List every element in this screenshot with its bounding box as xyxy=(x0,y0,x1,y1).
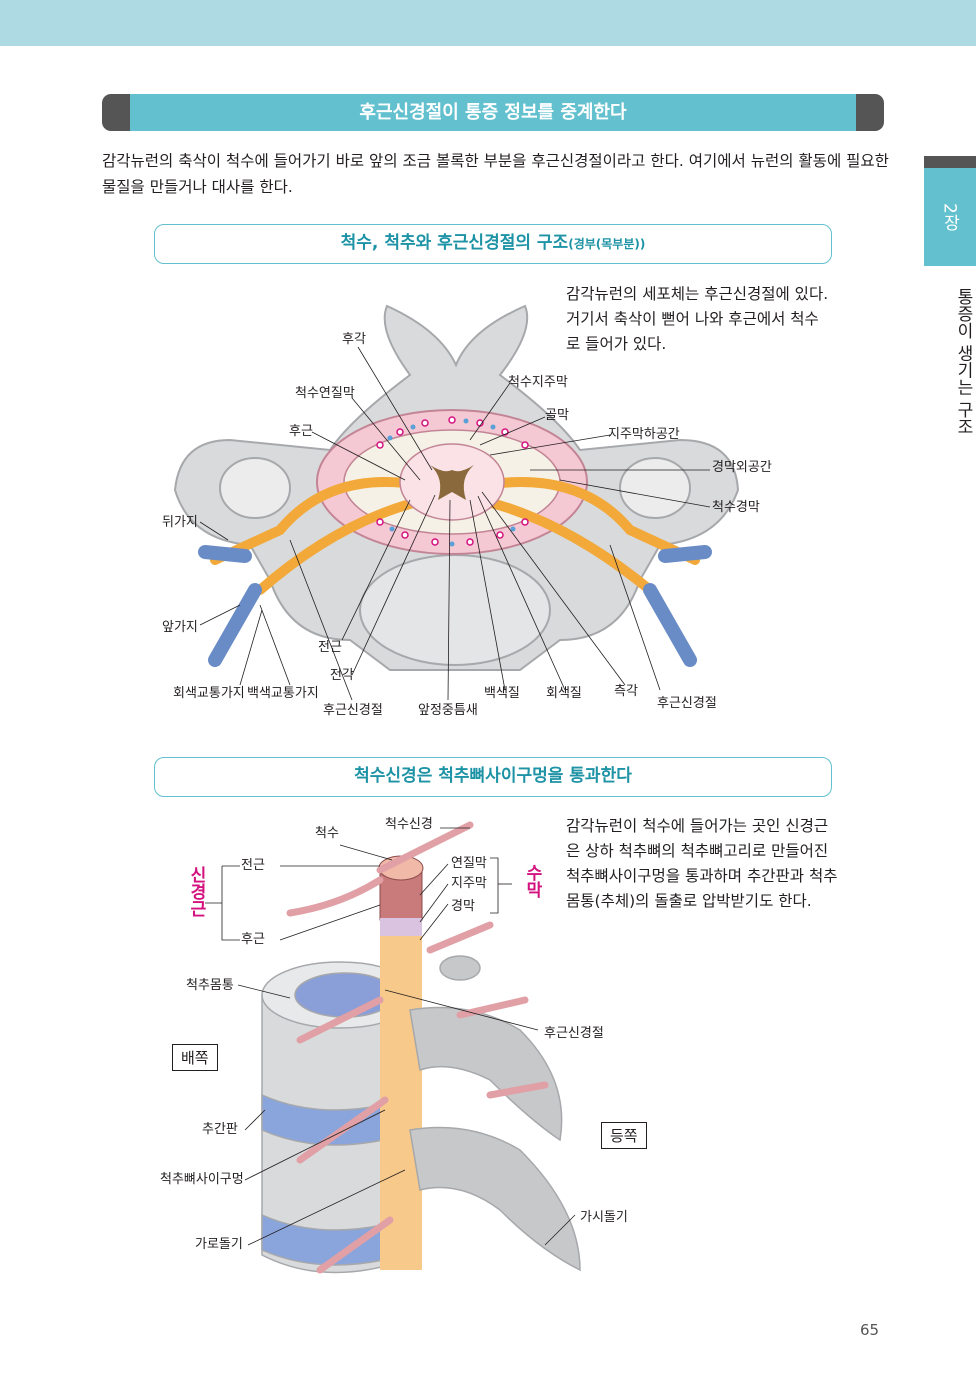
label-cheukgak: 측각 xyxy=(614,684,638,699)
label-jeongak: 전각 xyxy=(330,668,354,683)
figure2-caption: 감각뉴런이 척수에 들어가는 곳인 신경근은 상하 척추뼈의 척추뼈고리로 만들… xyxy=(566,817,838,910)
side-tab-title: 통증이 생기는 구조 xyxy=(953,287,973,435)
label-garodolgi: 가로돌기 xyxy=(195,1237,243,1252)
label-gasidolgi: 가시돌기 xyxy=(580,1210,628,1225)
label-hoesaekjil: 회색질 xyxy=(546,686,582,701)
label-gyeongmak: 경막 xyxy=(451,899,475,914)
label-cheoksu-gyeongmak: 척수경막 xyxy=(712,500,760,515)
label-jeongeun: 전근 xyxy=(241,858,265,873)
top-color-band xyxy=(0,0,976,46)
label-hugeun: 후근 xyxy=(241,932,265,947)
figure1-title: 척수, 척추와 후근신경절의 구조(경부(목부분)) xyxy=(154,224,832,264)
label-cheokchu-momtong: 척추몸통 xyxy=(186,978,234,993)
label-baejjok: 배쪽 xyxy=(172,1044,218,1071)
label-gyeongmak-oegonggan: 경막외공간 xyxy=(712,460,772,475)
label-sumak: 수막 xyxy=(522,864,542,898)
label-deungjjok: 등쪽 xyxy=(601,1122,647,1149)
label-jijumak: 지주막 xyxy=(451,876,487,891)
section-title-bar: 후근신경절이 통증 정보를 중계한다 xyxy=(102,94,884,131)
label-hugeun-singyeongjeol-right: 후근신경절 xyxy=(657,696,717,711)
figure2-title: 척수신경은 척추뼈사이구멍을 통과한다 xyxy=(154,757,832,797)
intro-paragraph: 감각뉴런의 축삭이 척수에 들어가기 바로 앞의 조금 볼록한 부분을 후근신경… xyxy=(102,152,889,196)
section-title: 후근신경절이 통증 정보를 중계한다 xyxy=(359,102,627,123)
label-cheokchuppyeo-sai-gumeong: 척추뼈사이구멍 xyxy=(160,1172,244,1187)
side-tab-marker xyxy=(924,156,976,168)
label-hoesaek-gyotong: 회색교통가지 xyxy=(173,686,245,701)
figure1-title-sub: (경부(목부분)) xyxy=(568,237,646,251)
label-cheoksu-jijumak: 척수지주막 xyxy=(508,375,568,390)
side-tab-chapter[interactable]: 2장 xyxy=(924,168,976,266)
label-yeonjilmak: 연질막 xyxy=(451,856,487,871)
label-apgaji: 앞가지 xyxy=(162,620,198,635)
label-singyeonggeun: 신경근 xyxy=(186,866,206,917)
label-cheoksu-yeonjilmak: 척수연질막 xyxy=(295,386,355,401)
label-dwigaji: 뒤가지 xyxy=(162,515,198,530)
label-hugeun: 후근 xyxy=(289,424,313,439)
figure1-caption: 감각뉴런의 세포체는 후근신경절에 있다. 거기서 축삭이 뻗어 나와 후근에서… xyxy=(566,285,829,353)
label-apjeongjung-teumsae: 앞정중틈새 xyxy=(418,703,478,718)
label-jeongeun: 전근 xyxy=(318,640,342,655)
page-number: 65 xyxy=(860,1321,880,1339)
label-baeksaekjil: 백색질 xyxy=(484,686,520,701)
label-chuganpan: 추간판 xyxy=(202,1122,238,1137)
label-baeksaek-gyotong: 백색교통가지 xyxy=(247,686,319,701)
label-cheoksu-singyeong: 척수신경 xyxy=(385,817,433,832)
label-hugak: 후각 xyxy=(342,332,366,347)
label-hugeun-singyeongjeol-left: 후근신경절 xyxy=(323,703,383,718)
label-golmak: 골막 xyxy=(545,408,569,423)
label-cheoksu: 척수 xyxy=(315,826,339,841)
label-jijumak-hagonggan: 지주막하공간 xyxy=(608,427,680,442)
label-hugeun-singyeongjeol: 후근신경절 xyxy=(544,1026,604,1041)
